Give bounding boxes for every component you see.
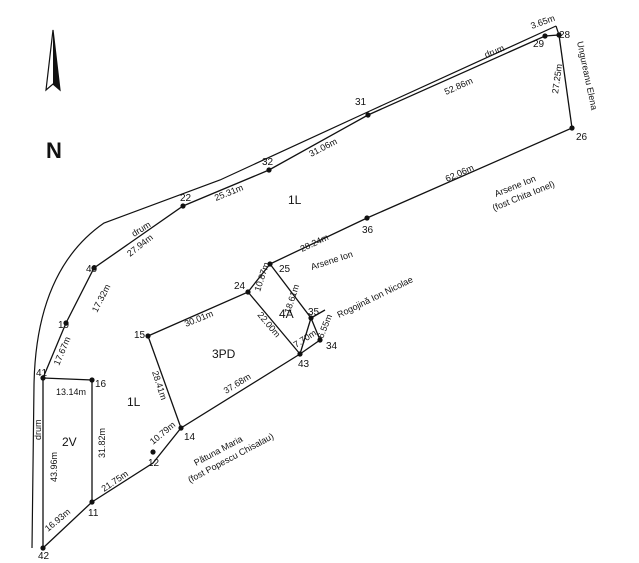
point-label-41: 41	[36, 368, 48, 379]
survey-points	[40, 32, 575, 551]
dimension-25-36: 28.24m	[299, 232, 330, 254]
point-label-34: 34	[326, 341, 338, 352]
dimension-32-22: 25.31m	[213, 182, 245, 203]
owner-arsene-inner: Arsene Ion	[310, 249, 354, 272]
point-label-16: 16	[95, 379, 107, 390]
dimension-41-42: 43.96m	[49, 452, 59, 482]
point-label-35: 35	[308, 307, 320, 318]
point-label-31: 31	[355, 97, 367, 108]
dimension-40-19: 17.32m	[90, 283, 113, 314]
point-40	[91, 265, 97, 271]
point-29	[542, 33, 548, 39]
zone-3pd: 3PD	[212, 347, 236, 361]
dimension-29-31: 52.86m	[443, 75, 475, 96]
owner-rogojina: Rogojină Ion Nicolae	[335, 274, 414, 319]
point-label-40: 40	[86, 264, 98, 275]
owner-ungureanu: Ungureanu Elena	[575, 40, 599, 111]
dimension-41-16: 13.14m	[56, 387, 86, 397]
north-arrow-icon	[45, 29, 61, 92]
point-label-19: 19	[58, 320, 70, 331]
point-11	[89, 499, 95, 505]
dimension-26-28: 27.25m	[550, 63, 564, 94]
north-label: N	[46, 138, 62, 163]
zone-1l-left: 1L	[127, 395, 141, 409]
point-14	[178, 425, 184, 431]
dimension-15-24: 30.01m	[183, 308, 215, 329]
owner-labels: Ungureanu Elena Arsene Ion (fost Chita I…	[186, 40, 599, 484]
point-43	[297, 351, 303, 357]
zone-labels: 1L 4A 3PD 1L 2V	[62, 193, 302, 449]
point-label-42: 42	[38, 551, 50, 562]
point-label-25: 25	[279, 264, 291, 275]
point-16	[89, 377, 95, 383]
point-label-15: 15	[134, 330, 146, 341]
point-15	[145, 333, 151, 339]
point-label-12: 12	[148, 458, 160, 469]
point-label-43: 43	[298, 359, 310, 370]
point-labels: 42 11 12 14 43 34 35 25 36 26 28 29 31 3…	[36, 30, 588, 562]
dimension-12-14: 10.79m	[148, 420, 177, 447]
point-label-36: 36	[362, 225, 374, 236]
dimension-43-34: 7.70m	[292, 328, 318, 350]
point-label-11: 11	[88, 508, 99, 519]
point-label-26: 26	[576, 132, 588, 143]
dimension-42-11: 16.93m	[43, 507, 72, 534]
dimension-14-43: 37.68m	[222, 371, 253, 395]
point-12	[150, 449, 156, 455]
point-24	[245, 289, 251, 295]
point-label-32: 32	[262, 157, 274, 168]
point-label-29: 29	[533, 39, 545, 50]
road-label-top: drum	[483, 43, 506, 60]
zone-4a: 4A	[279, 307, 294, 321]
point-19	[63, 320, 69, 326]
point-label-14: 14	[184, 432, 196, 443]
point-25	[267, 261, 273, 267]
point-31	[365, 112, 371, 118]
dimension-16-11: 31.82m	[97, 428, 107, 458]
dimension-labels: 16.93m 21.75m 10.79m 37.68m 7.70m 6.55m …	[43, 13, 564, 534]
point-32	[266, 167, 272, 173]
point-26	[569, 125, 575, 131]
road-label-left: drum	[33, 419, 43, 440]
point-label-22: 22	[180, 193, 192, 204]
zone-1l-top: 1L	[288, 193, 302, 207]
point-28	[556, 32, 562, 38]
zone-2v: 2V	[62, 435, 77, 449]
dimension-36-26: 62.06m	[444, 162, 476, 183]
point-label-24: 24	[234, 281, 246, 292]
dimension-24-25: 10.87m	[252, 261, 271, 293]
point-22	[180, 203, 186, 209]
point-35	[308, 315, 314, 321]
point-label-28: 28	[559, 30, 571, 41]
point-36	[364, 215, 370, 221]
point-34	[317, 337, 323, 343]
point-42	[40, 545, 46, 551]
point-41	[40, 375, 46, 381]
